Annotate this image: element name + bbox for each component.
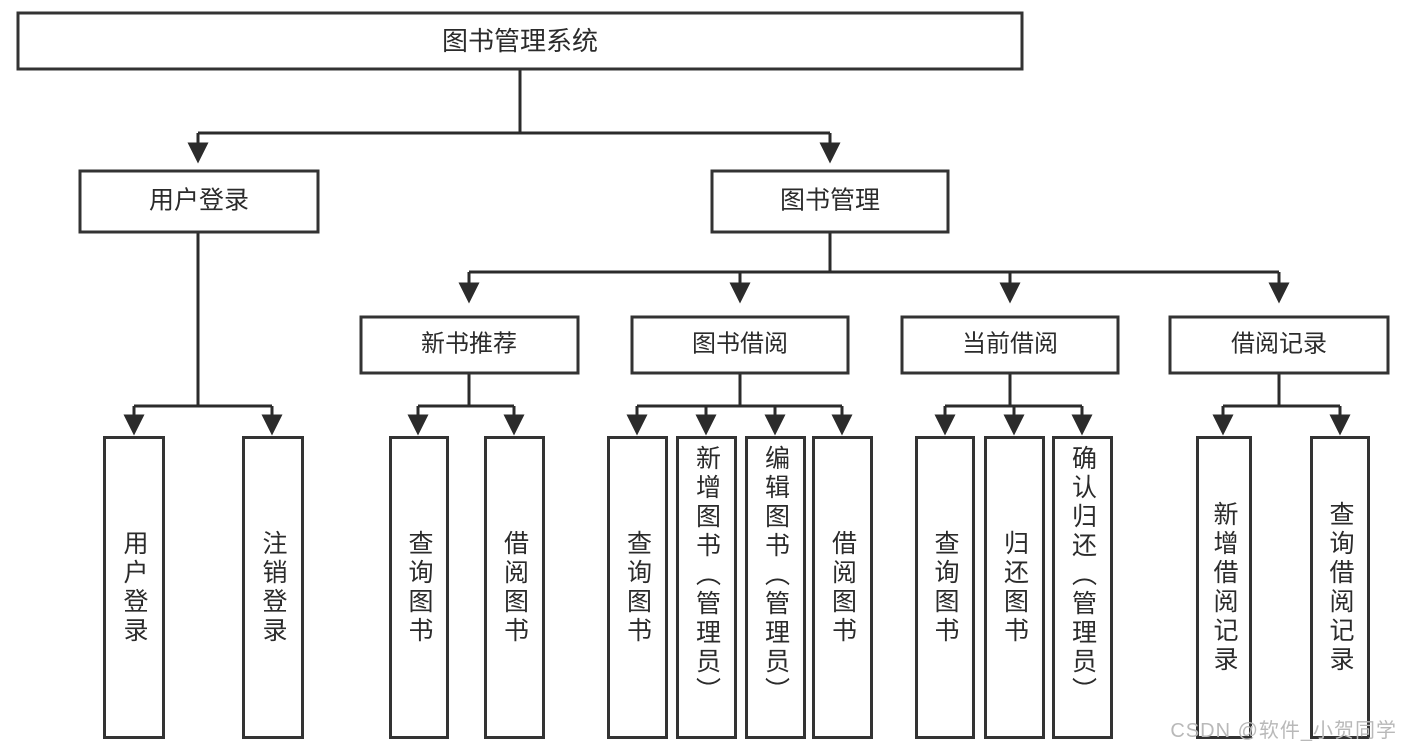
node-label-root: 图书管理系统 [442, 26, 598, 56]
leaf-label-logout: 注销登录 [259, 529, 287, 646]
leaf-node-return-book[interactable]: 归还图书 [984, 436, 1045, 739]
leaf-node-user-login[interactable]: 用户登录 [103, 436, 165, 739]
node-book-borrow[interactable]: 图书借阅 [630, 315, 850, 375]
leaf-label-borrow-book: 借阅图书 [828, 529, 857, 646]
leaf-label-query-book-current: 查询图书 [931, 529, 959, 646]
node-book-management[interactable]: 图书管理 [710, 169, 950, 234]
leaf-node-query-book-current[interactable]: 查询图书 [915, 436, 975, 739]
leaf-node-query-book-borrow[interactable]: 查询图书 [607, 436, 668, 739]
leaf-label-return-book: 归还图书 [1000, 529, 1029, 646]
leaf-label-edit-book-admin: 编辑图书（管理员） [761, 445, 790, 706]
leaf-node-add-borrow-record[interactable]: 新增借阅记录 [1196, 436, 1252, 739]
connector-root-to-level2 [187, 69, 841, 164]
connector-book-mgmt-to-level3 [458, 233, 1290, 304]
leaf-node-borrow-book-recommend[interactable]: 借阅图书 [484, 436, 545, 739]
leaf-node-logout[interactable]: 注销登录 [242, 436, 304, 739]
node-new-book-recommend[interactable]: 新书推荐 [359, 315, 580, 375]
node-label-current-borrow: 当前借阅 [962, 330, 1058, 357]
leaf-node-edit-book-admin[interactable]: 编辑图书（管理员） [745, 436, 806, 739]
connector-new-book-to-leaves [407, 373, 525, 436]
node-label-borrow-record: 借阅记录 [1231, 330, 1327, 357]
node-current-borrow[interactable]: 当前借阅 [900, 315, 1120, 375]
leaf-node-borrow-book[interactable]: 借阅图书 [812, 436, 873, 739]
leaf-label-user-login: 用户登录 [120, 529, 148, 646]
connector-borrow-record-to-leaves [1212, 373, 1351, 436]
node-label-user-login: 用户登录 [149, 187, 249, 215]
leaf-label-add-borrow-record: 新增借阅记录 [1210, 500, 1238, 675]
leaf-label-query-book-recommend: 查询图书 [405, 529, 433, 646]
connector-user-login-to-leaves [123, 233, 283, 436]
node-label-new-book-recommend: 新书推荐 [421, 330, 517, 357]
leaf-label-add-book-admin: 新增图书（管理员） [692, 445, 721, 706]
leaf-label-borrow-book-recommend: 借阅图书 [500, 529, 529, 646]
leaf-node-add-book-admin[interactable]: 新增图书（管理员） [676, 436, 737, 739]
node-label-book-management: 图书管理 [780, 187, 880, 215]
connector-book-borrow-to-leaves [626, 373, 853, 436]
node-user-login[interactable]: 用户登录 [78, 169, 320, 234]
leaf-label-confirm-return-admin: 确认归还（管理员） [1068, 445, 1097, 706]
node-book-management-system[interactable]: 图书管理系统 [16, 11, 1024, 71]
leaf-label-query-book-borrow: 查询图书 [623, 529, 652, 646]
leaf-node-query-book-recommend[interactable]: 查询图书 [389, 436, 449, 739]
leaf-label-query-borrow-record: 查询借阅记录 [1326, 500, 1354, 675]
node-borrow-record[interactable]: 借阅记录 [1168, 315, 1390, 375]
connector-current-borrow-to-leaves [934, 373, 1093, 436]
leaf-node-confirm-return-admin[interactable]: 确认归还（管理员） [1052, 436, 1113, 739]
leaf-node-query-borrow-record[interactable]: 查询借阅记录 [1310, 436, 1370, 739]
node-label-book-borrow: 图书借阅 [692, 330, 788, 357]
